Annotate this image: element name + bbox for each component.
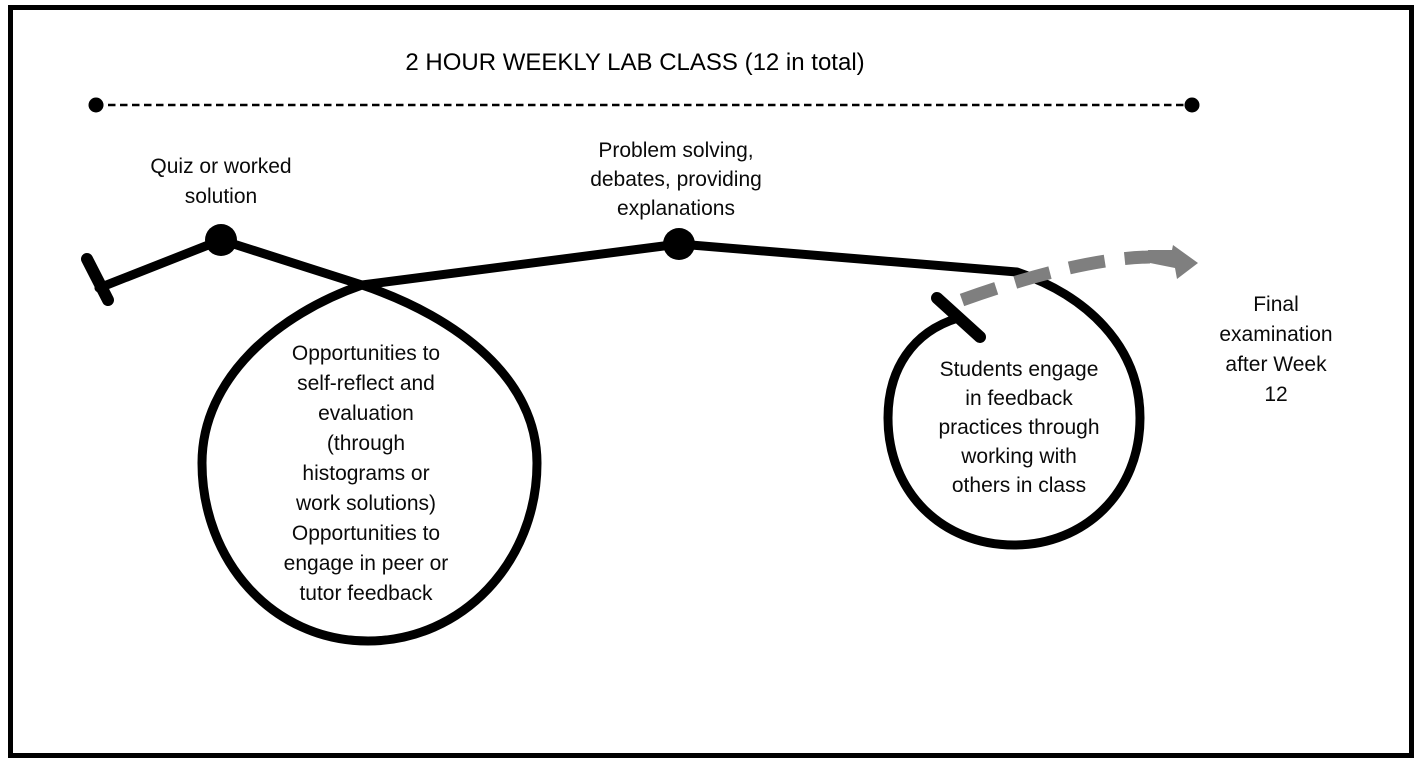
reflection-loop-label: Opportunities to self-reflect and evalua… [283, 342, 449, 605]
final-exam-arrowhead-icon [1148, 245, 1198, 279]
span-start-dot-icon [88, 97, 104, 113]
milestone-dot-quiz-icon [205, 224, 237, 256]
journey-end-tick-icon [931, 292, 986, 343]
problem-solving-label: Problem solving, debates, providing expl… [590, 139, 762, 220]
journey-path [94, 235, 1145, 646]
final-exam-label: Final examination after Week 12 [1219, 293, 1333, 406]
quiz-label: Quiz or worked solution [150, 155, 292, 208]
final-exam-arrow-dashes [959, 250, 1151, 307]
milestone-dot-problem-icon [663, 228, 695, 260]
journey-start-tick-icon [81, 253, 114, 306]
diagram-title: 2 HOUR WEEKLY LAB CLASS (12 in total) [405, 49, 865, 76]
span-end-dot-icon [1184, 97, 1200, 113]
feedback-loop-label: Students engage in feedback practices th… [938, 358, 1100, 497]
